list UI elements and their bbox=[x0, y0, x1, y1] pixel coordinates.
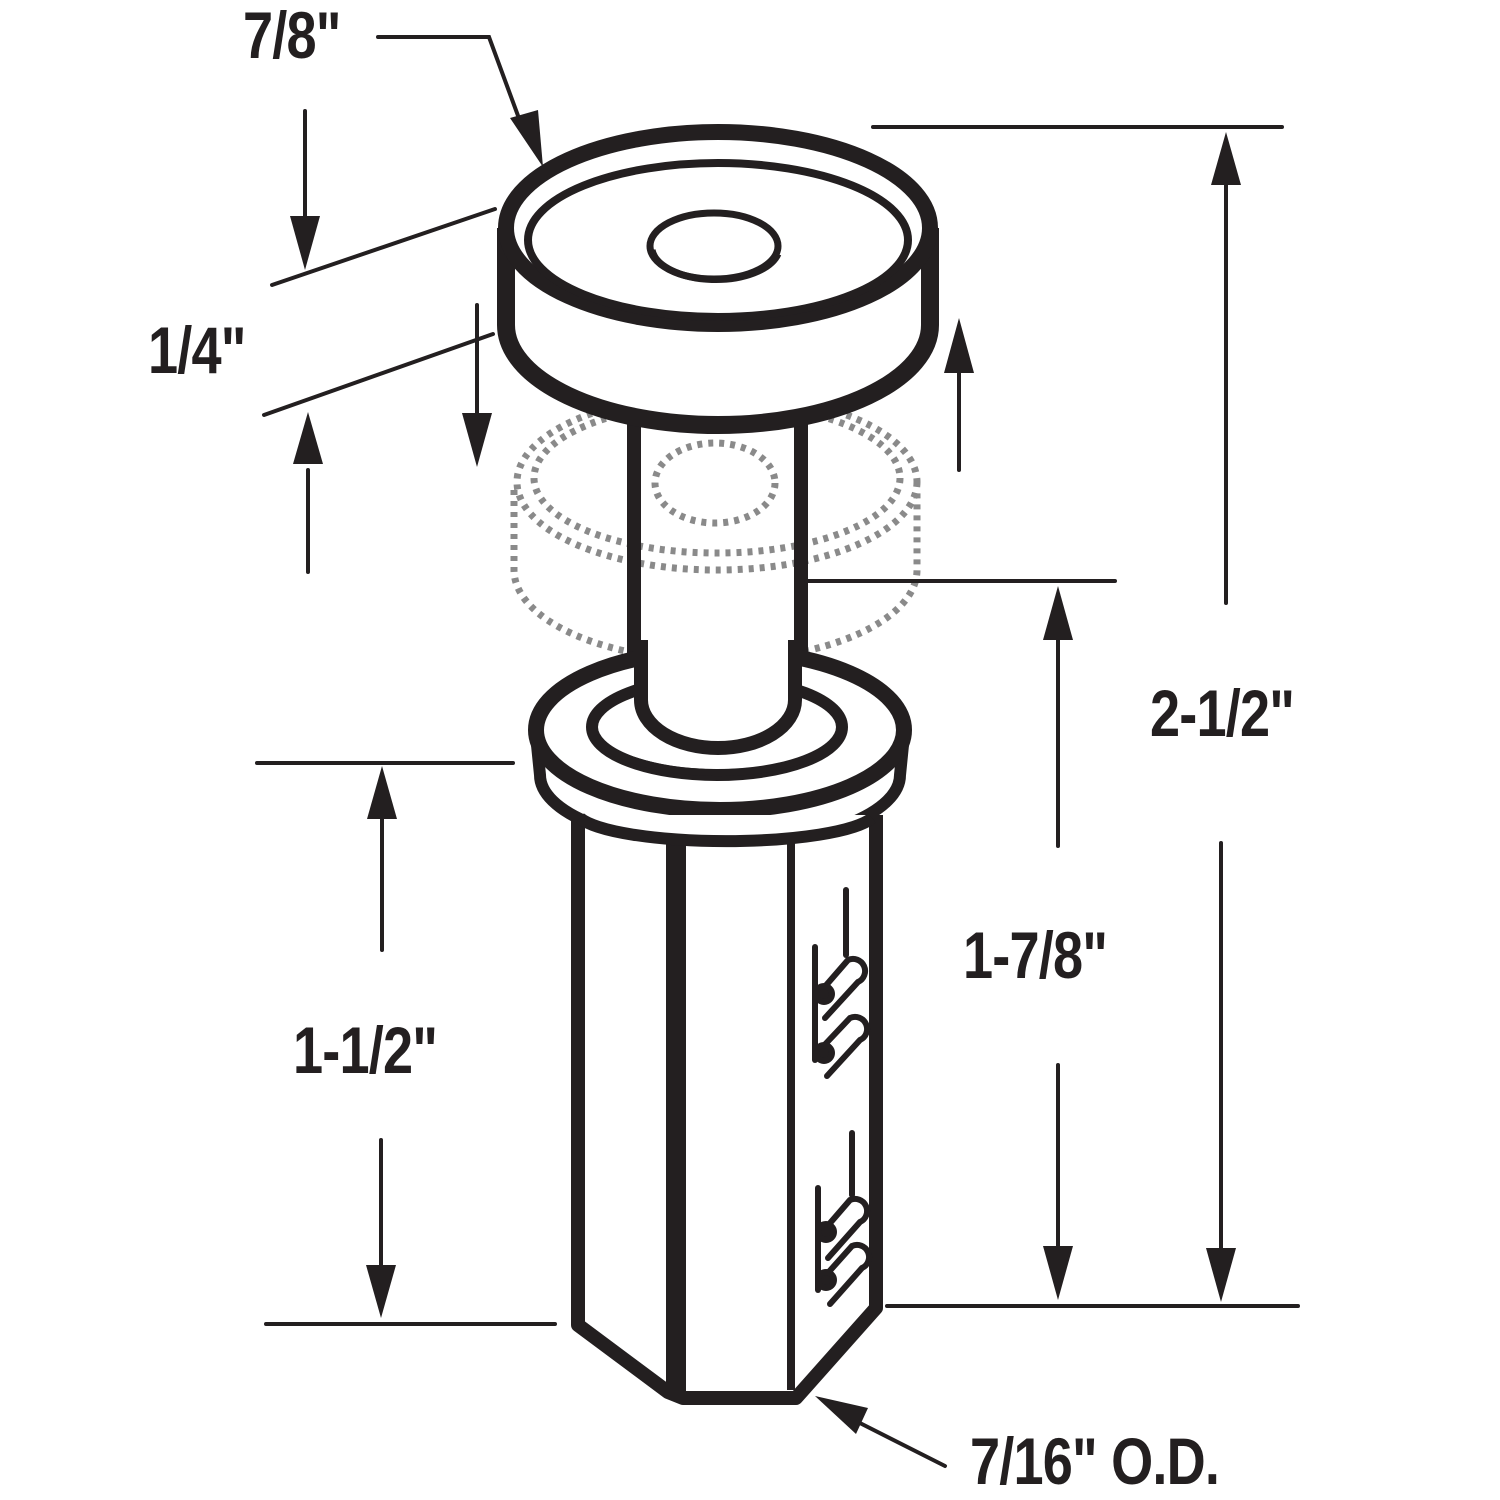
label-shaft-od: 7/16" O.D. bbox=[970, 1424, 1220, 1498]
dimension-lines bbox=[255, 35, 1300, 1468]
label-overall-height: 2-1/2" bbox=[1150, 676, 1295, 750]
spring-clip-lower bbox=[815, 1130, 873, 1307]
hex-shaft bbox=[571, 813, 883, 1405]
label-shaft-length: 1-1/2" bbox=[293, 1013, 438, 1087]
label-cap-diameter: 7/8" bbox=[243, 0, 341, 72]
label-travel-height: 1-7/8" bbox=[963, 918, 1108, 992]
cap bbox=[497, 124, 939, 434]
flange bbox=[528, 640, 912, 851]
label-cap-height: 1/4" bbox=[148, 313, 246, 387]
spring-clip-upper bbox=[812, 887, 871, 1079]
phantom-cap-lowered bbox=[510, 390, 921, 665]
